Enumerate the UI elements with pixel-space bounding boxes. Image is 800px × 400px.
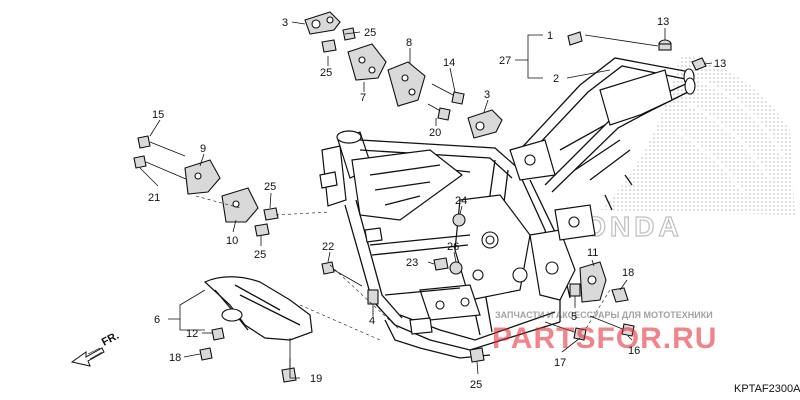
part-20-bolt	[427, 103, 451, 121]
callout-17: 17	[554, 357, 566, 369]
watermark-tagline: ЗАПЧАСТИ И АКСЕССУАРЫ ДЛЯ МОТОТЕХНИКИ	[495, 310, 713, 320]
arrow-icon	[70, 347, 105, 367]
callout-19: 19	[310, 373, 322, 385]
part-16-bolt	[589, 315, 635, 337]
callout-25: 25	[470, 379, 482, 391]
part-3-clamp-top	[304, 11, 341, 35]
front-direction-indicator: FR.	[70, 330, 121, 367]
leader-lines	[139, 21, 713, 379]
part-14-bolt	[431, 83, 465, 105]
part-18-bolt-left	[199, 347, 213, 361]
callout-21: 21	[148, 192, 160, 204]
part-6-skid-plate	[203, 276, 313, 341]
part-12-collar	[211, 327, 225, 341]
part-11-bracket	[579, 261, 607, 303]
part-13-cap	[658, 39, 672, 51]
part-26-collar	[449, 261, 463, 275]
callout-3: 3	[282, 17, 288, 29]
callout-25: 25	[264, 181, 276, 193]
callout-25: 25	[254, 249, 266, 261]
callout-25: 25	[320, 67, 332, 79]
callout-4: 4	[369, 315, 375, 327]
callout-1: 1	[547, 30, 553, 42]
main-frame	[319, 130, 576, 359]
part-25-nut-left-a	[263, 207, 279, 221]
part-17-bolt	[544, 321, 587, 341]
part-5-collar	[569, 283, 581, 297]
part-24-collar	[452, 213, 466, 227]
part-25-nut-left-b	[254, 223, 270, 237]
callout-7: 7	[360, 92, 366, 104]
part-25-nut-left	[321, 39, 337, 53]
callout-26: 26	[447, 241, 459, 253]
part-13-cap-2	[691, 57, 707, 71]
front-direction-label: FR.	[100, 330, 121, 349]
callout-3: 3	[484, 89, 490, 101]
callout-13: 13	[714, 58, 726, 70]
callout-27: 27	[499, 55, 511, 67]
diagram-code: KPTAF2300A	[734, 383, 800, 395]
callout-6: 6	[154, 314, 160, 326]
callout-24: 24	[455, 195, 467, 207]
callout-11: 11	[587, 247, 598, 259]
callout-14: 14	[443, 57, 455, 69]
part-7-bracket	[347, 43, 387, 81]
callout-labels: 3 25 25 8 7 14 20 3 27 1 2 13 13 15 9 21…	[148, 16, 726, 391]
callout-18: 18	[622, 267, 634, 279]
part-25-nut-bottom	[469, 347, 485, 363]
guide-lines	[195, 195, 611, 341]
callout-5: 5	[571, 311, 577, 323]
part-8-bracket	[387, 61, 426, 107]
callout-2: 2	[553, 73, 559, 85]
callout-10: 10	[226, 235, 238, 247]
callout-23: 23	[406, 257, 418, 269]
part-3-clamp-mid	[467, 109, 503, 139]
part-1-collar	[567, 31, 583, 46]
callout-18: 18	[169, 352, 181, 364]
part-9-bracket	[184, 159, 221, 195]
callout-25: 25	[364, 27, 376, 39]
callout-13: 13	[657, 16, 669, 28]
part-25-nut-top	[342, 27, 356, 41]
callout-20: 20	[429, 127, 441, 139]
part-10-bracket	[221, 187, 259, 223]
part-15-bolt	[137, 135, 186, 157]
callout-12: 12	[186, 328, 198, 340]
callout-16: 16	[628, 345, 640, 357]
callout-15: 15	[152, 109, 164, 121]
callout-8: 8	[406, 37, 412, 49]
honda-wing-logo: HONDA	[559, 55, 795, 243]
part-18-bolt-right	[611, 287, 629, 303]
part-23-nut	[433, 257, 449, 271]
part-22-bolt	[321, 261, 363, 287]
callout-22: 22	[322, 241, 334, 253]
watermark-domain: PARTSFOR.RU	[492, 322, 717, 355]
rear-subframe	[509, 57, 696, 241]
watermark: ЗАПЧАСТИ И АКСЕССУАРЫ ДЛЯ МОТОТЕХНИКИ PA…	[492, 310, 717, 355]
callout-9: 9	[200, 143, 206, 155]
